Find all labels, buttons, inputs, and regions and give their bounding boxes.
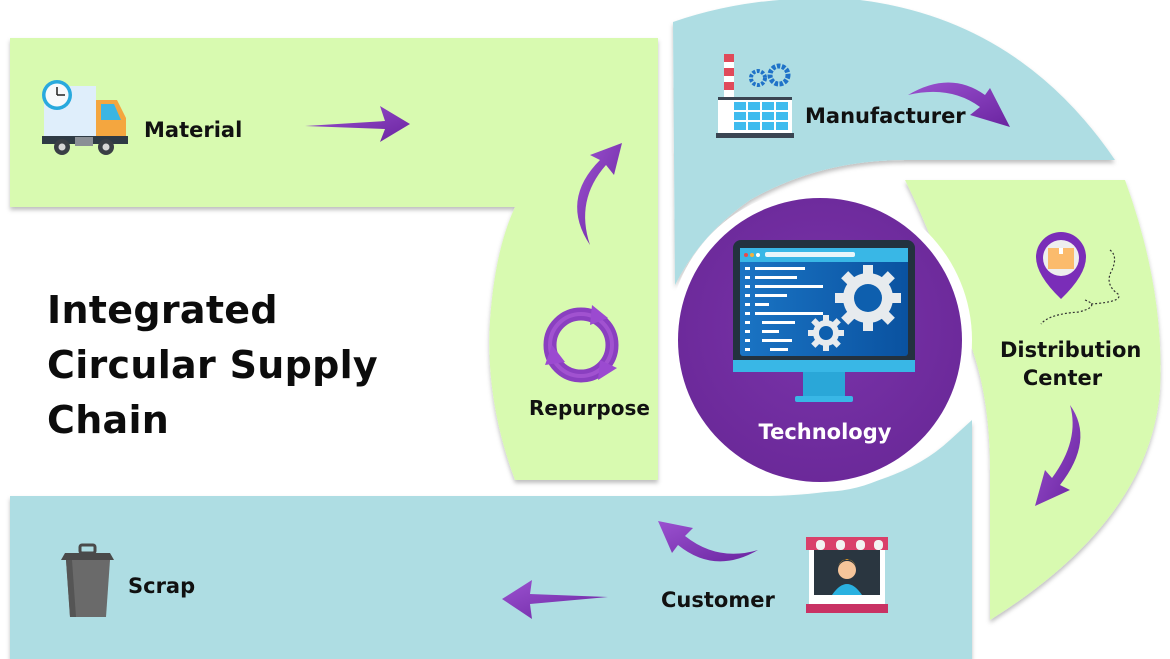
scrap-label: Scrap <box>128 574 196 598</box>
flow-arrows <box>305 82 1081 619</box>
location-pin-box-icon <box>1036 232 1120 325</box>
recycle-cycle-arrows-icon <box>543 305 619 383</box>
distribution-label-line2: Center <box>1022 366 1103 390</box>
delivery-truck-clock-icon <box>42 80 128 155</box>
arrow-distribution-down <box>1035 405 1081 506</box>
trash-bin-icon <box>61 543 114 617</box>
title-line-1: Integrated <box>47 288 278 332</box>
manufacturer-label: Manufacturer <box>805 104 966 128</box>
arrow-scrap-left <box>502 580 608 619</box>
arrow-material-right <box>305 106 410 142</box>
title-line-3: Chain <box>47 398 170 442</box>
title-line-2: Circular Supply <box>47 343 378 387</box>
monitor-gears-icon <box>733 240 915 402</box>
distribution-label-line1: Distribution <box>1000 338 1142 362</box>
arrow-repurpose-up <box>577 143 622 245</box>
customer-label: Customer <box>661 588 775 612</box>
manufacturer-band <box>673 0 1115 285</box>
distribution-band <box>905 180 1161 620</box>
customer-band <box>10 420 972 659</box>
material-band <box>10 38 658 480</box>
arrow-customer-curved <box>658 521 758 562</box>
arrow-manufacturer-right <box>908 82 1010 127</box>
factory-gears-icon <box>716 54 794 138</box>
repurpose-label: Repurpose <box>529 396 650 420</box>
material-label: Material <box>144 118 243 142</box>
technology-label: Technology <box>758 420 892 444</box>
diagram-title: Integrated Circular Supply Chain <box>47 283 378 448</box>
storefront-person-icon <box>806 537 888 613</box>
